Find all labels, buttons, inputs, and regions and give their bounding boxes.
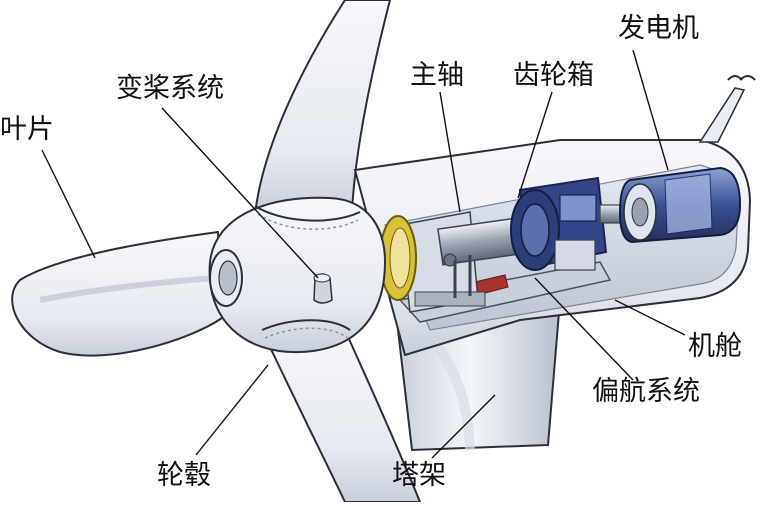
label-yaw-system: 偏航系统 (592, 376, 700, 407)
label-hub: 轮毂 (157, 460, 211, 491)
hub (208, 196, 387, 354)
leader-nacelle (614, 299, 686, 336)
label-generator: 发电机 (618, 13, 699, 44)
label-blade: 叶片 (0, 114, 54, 145)
blade-upper (253, 0, 392, 217)
leader-lines (41, 49, 686, 459)
leader-pitch (161, 107, 319, 279)
label-gearbox: 齿轮箱 (513, 60, 594, 91)
leader-hub (195, 364, 269, 456)
leader-tower (431, 394, 496, 459)
leader-gearbox (517, 91, 553, 199)
leader-main-shaft (439, 91, 461, 213)
label-nacelle: 机舱 (688, 331, 742, 362)
leader-generator (632, 49, 669, 171)
leader-blade (41, 149, 96, 259)
label-tower: 塔架 (392, 460, 446, 491)
leader-yaw (534, 277, 634, 381)
label-pitch-system: 变桨系统 (116, 73, 224, 104)
blade-left (11, 230, 224, 357)
label-main-shaft: 主轴 (410, 60, 464, 91)
